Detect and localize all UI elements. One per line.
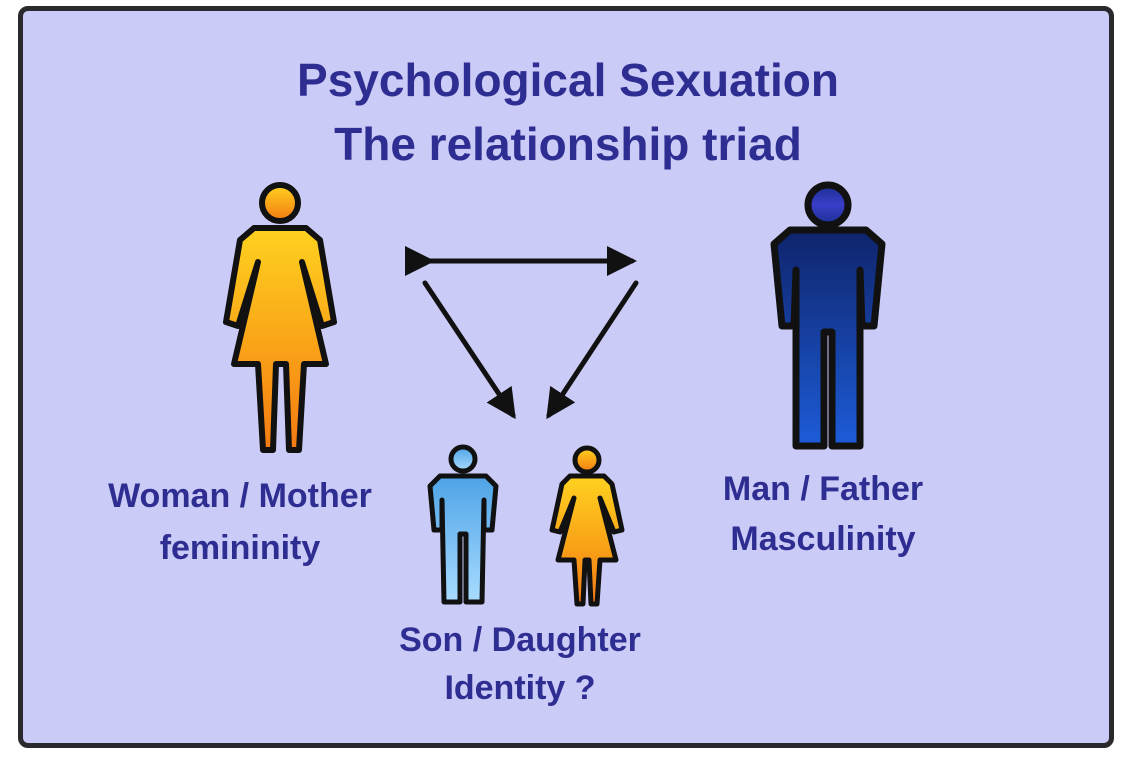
- man-figure-icon: [770, 181, 886, 450]
- woman-label-line-2: femininity: [159, 529, 321, 567]
- title-line-2: The relationship triad: [334, 118, 802, 170]
- arrow-father-child: [546, 280, 639, 420]
- daughter-figure-icon: [549, 445, 625, 607]
- children-label-line-1: Son / Daughter: [399, 621, 641, 659]
- woman-figure-icon: [223, 182, 337, 453]
- man-label-line-2: Masculinity: [730, 520, 916, 558]
- arrow-mother-child: [422, 280, 516, 420]
- relationship-arrows: [405, 246, 639, 420]
- woman-label-line-1: Woman / Mother: [108, 477, 372, 515]
- son-figure-icon: [427, 444, 499, 605]
- man-label-line-1: Man / Father: [722, 470, 924, 508]
- children-label-line-2: Identity ?: [444, 669, 596, 707]
- title-line-1: Psychological Sexuation: [297, 54, 839, 106]
- slide-background: [18, 6, 1114, 748]
